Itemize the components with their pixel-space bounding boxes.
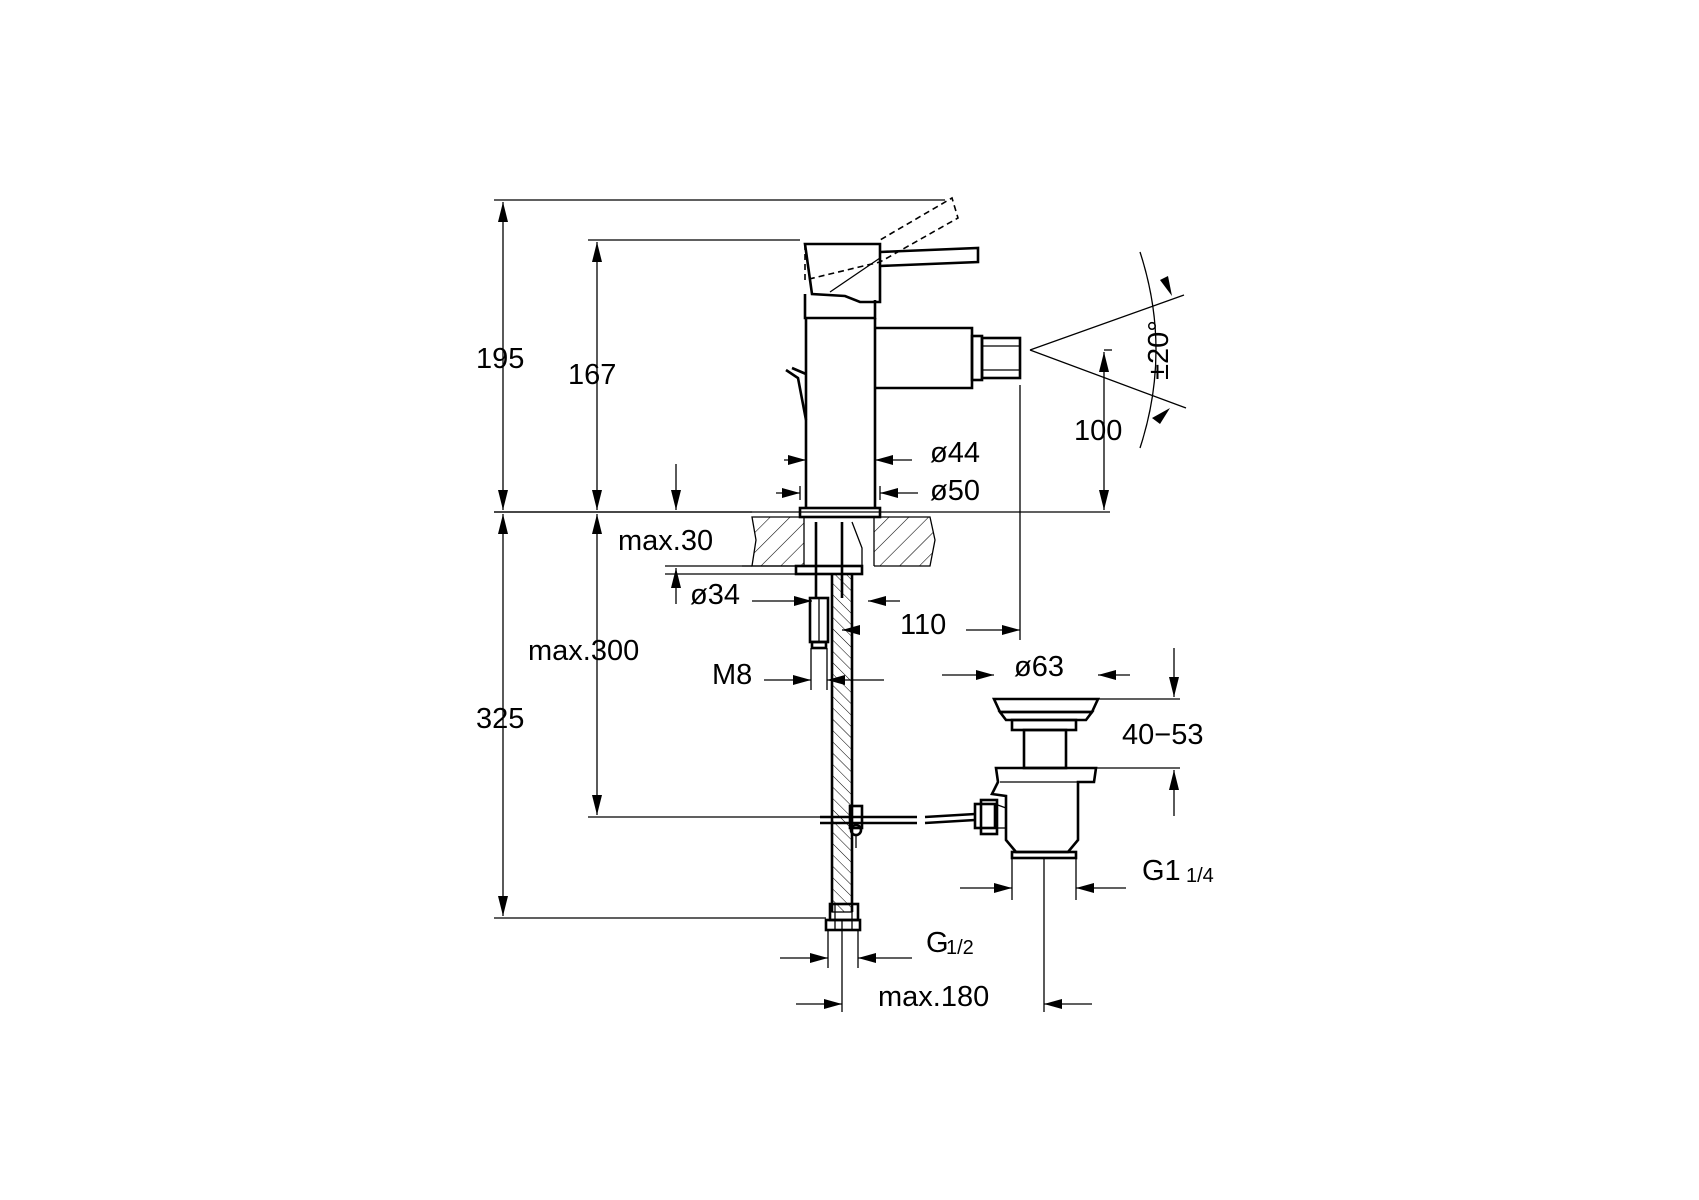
label-hole-dia: ø34 (690, 579, 740, 611)
label-base-dia: ø50 (930, 475, 980, 507)
fixing-assembly (794, 521, 976, 932)
label-deck-thickness: max.30 (618, 525, 713, 557)
label-inlet-thread: G (926, 927, 949, 959)
deck-section (742, 516, 936, 567)
dimension-labels: 195 167 ±20° 100 ø44 ø50 max.30 ø34 110 … (476, 320, 1214, 1013)
label-spray-angle: ±20° (1143, 320, 1175, 380)
label-projection: 110 (900, 609, 946, 641)
label-spout-height: 167 (568, 359, 616, 391)
dimension-lines (498, 202, 1187, 1009)
label-waste-range: 40−53 (1122, 719, 1203, 751)
label-waste-thread-fraction: 1/4 (1186, 865, 1214, 887)
label-below-deck: 325 (476, 703, 524, 735)
extension-lines (494, 199, 1180, 1012)
label-jet-height: 100 (1074, 415, 1122, 447)
label-stud-thread: M8 (712, 659, 752, 691)
label-total-height: 195 (476, 343, 524, 375)
label-waste-dia: ø63 (1014, 651, 1064, 683)
waste-drain (973, 697, 1101, 860)
label-waste-offset: max.180 (878, 981, 989, 1013)
mixer-body (785, 196, 1022, 519)
label-waste-thread: G1 (1142, 855, 1181, 887)
label-inlet-thread-fraction: 1/2 (946, 937, 974, 959)
label-hose-length: max.300 (528, 635, 639, 667)
label-body-dia: ø44 (930, 437, 980, 469)
